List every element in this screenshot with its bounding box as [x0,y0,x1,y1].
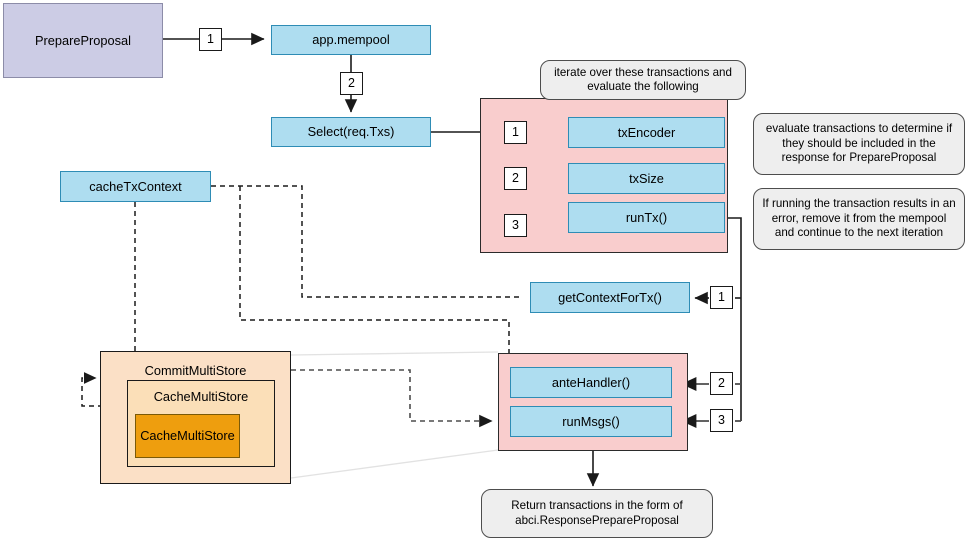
node-run-msgs[interactable]: runMsgs() [510,406,672,437]
node-run-tx-label: runTx() [625,209,668,225]
note-evaluate: evaluate transactions to determine if th… [753,113,965,175]
note-evaluate-text: evaluate transactions to determine if th… [765,122,953,165]
step-badge-3-runtx-label: 3 [512,217,519,232]
node-get-context-for-tx[interactable]: getContextForTx() [530,282,690,313]
edge-store-to-runmsgs [291,369,493,428]
edge-cachetxcontext-to-antehandler [239,186,515,372]
edge-cachetxcontext-to-getcontext [211,185,523,298]
step-badge-2-select-label: 2 [348,75,355,90]
node-cache-tx-context-label: cacheTxContext [89,178,182,194]
step-badge-2-antehandler-label: 2 [718,375,725,390]
node-prepare-proposal[interactable]: PrepareProposal [3,3,163,78]
step-badge-1-getcontext: 1 [710,286,733,309]
node-tx-size-label: txSize [629,170,664,186]
node-app-mempool-label: app.mempool [312,32,390,47]
node-cache-tx-context[interactable]: cacheTxContext [60,171,211,202]
step-badge-2-antehandler: 2 [710,372,733,395]
step-badge-1-txencoder-label: 1 [512,124,519,139]
node-run-msgs-label: runMsgs() [562,413,620,429]
step-badge-1-txencoder: 1 [504,121,527,144]
step-badge-1-mempool-label: 1 [207,31,214,46]
node-prepare-proposal-label: PrepareProposal [34,32,132,48]
node-cache-multi-store-inner-label: CacheMultiStore [140,428,235,443]
step-badge-2-txsize-label: 2 [512,170,519,185]
node-ante-handler[interactable]: anteHandler() [510,367,672,398]
node-cache-multi-store-inner[interactable]: CacheMultiStore [135,414,240,458]
step-badge-2-select: 2 [340,72,363,95]
node-app-mempool[interactable]: app.mempool [271,25,431,55]
step-badge-3-runmsgs-label: 3 [718,412,725,427]
node-tx-encoder-label: txEncoder [617,124,676,140]
step-badge-3-runmsgs: 3 [710,409,733,432]
container-cache-multi-store-outer-label: CacheMultiStore [153,389,249,404]
node-select-req-txs[interactable]: Select(req.Txs) [271,117,431,147]
step-badge-1-getcontext-label: 1 [718,289,725,304]
node-ante-handler-label: anteHandler() [551,374,631,390]
node-tx-size[interactable]: txSize [568,163,725,194]
container-commit-multi-store-label: CommitMultiStore [144,363,247,378]
note-iterate-text: iterate over these transactions and eval… [554,65,732,93]
note-return-text: Return transactions in the form of abci.… [511,499,683,527]
node-get-context-for-tx-label: getContextForTx() [558,289,662,305]
note-return: Return transactions in the form of abci.… [481,489,713,538]
note-error-text: If running the transaction results in an… [762,197,956,240]
node-tx-encoder[interactable]: txEncoder [568,117,725,148]
note-iterate: iterate over these transactions and eval… [540,60,746,100]
note-error: If running the transaction results in an… [753,188,965,250]
step-badge-1-mempool: 1 [199,28,222,51]
node-run-tx[interactable]: runTx() [568,202,725,233]
step-badge-3-runtx: 3 [504,214,527,237]
edge-store-guide-bottom [290,449,499,479]
step-badge-2-txsize: 2 [504,167,527,190]
edge-store-guide-top [290,351,499,356]
node-select-req-txs-label: Select(req.Txs) [307,124,395,139]
